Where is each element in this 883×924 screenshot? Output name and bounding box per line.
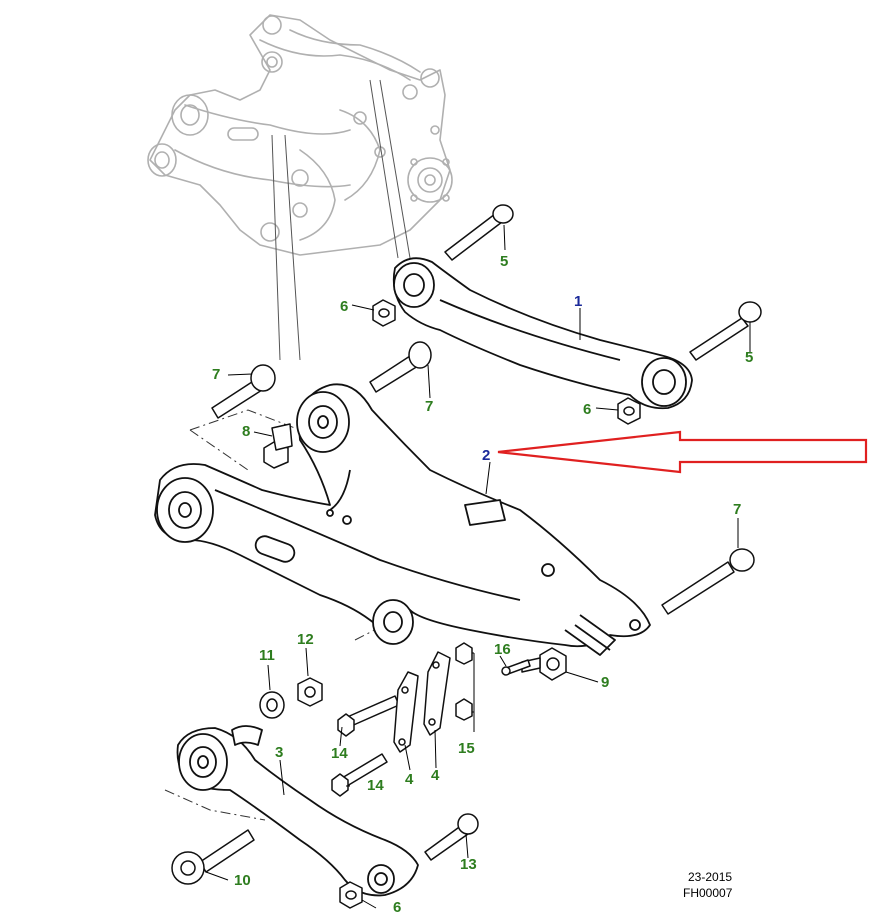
callout-6b: 6 [583, 401, 592, 418]
callout-7a: 7 [212, 366, 221, 383]
projection-lines [271, 79, 411, 361]
subframe-context-outline [147, 14, 453, 256]
callout-3: 3 [275, 744, 284, 761]
callout-6c: 6 [393, 899, 402, 916]
callout-5b: 5 [745, 349, 754, 366]
callout-13: 13 [460, 856, 477, 873]
highlight-arrow [497, 430, 868, 474]
upper-control-arm [392, 257, 693, 410]
callout-6a: 6 [340, 298, 349, 315]
rear-subframe [154, 383, 651, 656]
callout-11: 11 [259, 647, 275, 664]
callout-4a: 4 [405, 771, 414, 788]
callout-14a: 14 [331, 745, 348, 762]
callout-8: 8 [242, 423, 251, 440]
callout-7c: 7 [733, 501, 742, 518]
callout-12: 12 [297, 631, 314, 648]
callout-16: 16 [494, 641, 511, 658]
callout-5a: 5 [500, 253, 509, 270]
callout-14b: 14 [367, 777, 384, 794]
callout-1: 1 [574, 293, 583, 310]
lower-control-arm [176, 725, 419, 897]
callout-10: 10 [234, 872, 251, 889]
callout-15: 15 [458, 740, 475, 757]
figure-code: FH00007 [683, 886, 733, 900]
fasteners [171, 204, 762, 909]
callout-2: 2 [482, 447, 491, 464]
date-code: 23-2015 [688, 870, 733, 884]
callout-4b: 4 [431, 767, 440, 784]
callout-9: 9 [601, 674, 610, 691]
callout-7b: 7 [425, 398, 434, 415]
leader-lines [205, 224, 751, 909]
